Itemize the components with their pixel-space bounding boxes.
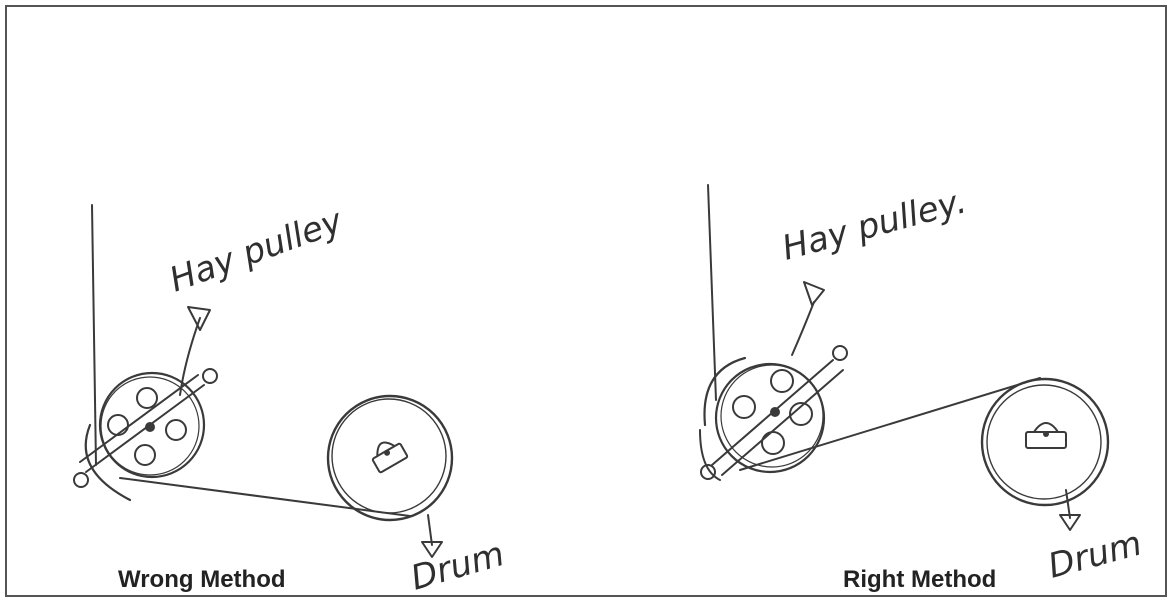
drum-pointer-arrow bbox=[421, 514, 443, 558]
caption-right-method: Right Method bbox=[843, 566, 997, 593]
diagram-frame bbox=[5, 5, 1167, 597]
rope-to-drum bbox=[739, 377, 1041, 471]
drum-label: Drum bbox=[406, 534, 508, 599]
drum bbox=[980, 377, 1110, 507]
pulley-pointer-arrow bbox=[179, 306, 211, 396]
hay-pulley-label: Hay pulley bbox=[164, 201, 348, 301]
drum-label: Drum bbox=[1044, 524, 1146, 587]
hay-pulley bbox=[73, 368, 218, 502]
hay-pulley bbox=[699, 345, 848, 481]
panel-right-method: Hay pulley. Drum bbox=[699, 181, 1146, 587]
panel-wrong-method: Hay pulley Drum bbox=[73, 201, 509, 599]
hay-pulley-label: Hay pulley. bbox=[778, 181, 970, 268]
drum-pointer-arrow bbox=[1059, 489, 1081, 531]
vertical-rope bbox=[91, 204, 97, 466]
pulley-pointer-arrow bbox=[791, 281, 825, 356]
drum bbox=[326, 394, 454, 522]
rope-to-drum bbox=[119, 477, 411, 517]
vertical-rope bbox=[707, 184, 717, 401]
caption-wrong-method: Wrong Method bbox=[118, 566, 286, 593]
